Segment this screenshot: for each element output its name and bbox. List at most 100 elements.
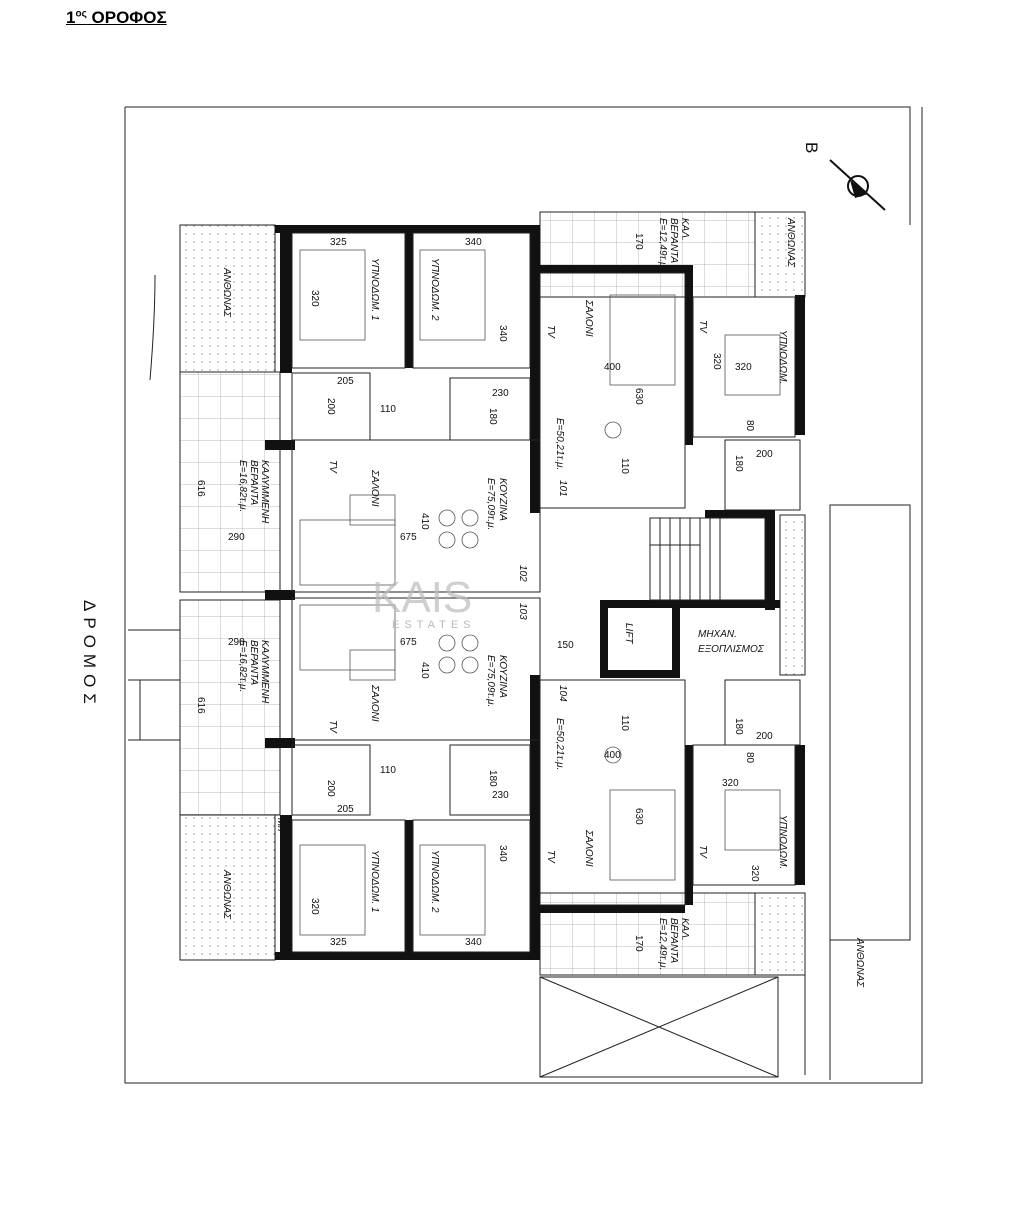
label-tv-1: TV [327, 460, 338, 474]
label-covered-veranda-top: ΚΑΛΥΜΜΕΝΗ [259, 460, 270, 524]
dim-410-top: 410 [419, 513, 430, 530]
label-veranda-top: ΒΕΡΑΝΤΑ [248, 460, 259, 506]
dim-180-c: 180 [733, 455, 744, 472]
label-small-veranda-bottom: ΚΑΛ. [679, 918, 690, 941]
flowerbed-top-right [754, 211, 806, 298]
dim-325-bottom: 325 [330, 937, 347, 948]
label-living-right-top: ΣΑΛΟΝΙ [583, 299, 594, 337]
shaft-area [779, 514, 806, 676]
label-flat-area-top: E=50,21τ.μ. [554, 418, 565, 470]
label-bedroom-right-bottom: ΥΠΝΟΔΩΜ. [777, 815, 788, 869]
dim-675-bottom: 675 [400, 637, 417, 648]
title-text: ΟΡΟΦΟΣ [86, 8, 167, 27]
apartment-104[interactable]: 104 [557, 685, 568, 702]
dim-230-top: 230 [492, 388, 509, 399]
dim-205-top: 205 [337, 376, 354, 387]
dim-110-bottom: 110 [380, 765, 396, 776]
label-tv-2: TV [327, 720, 338, 734]
dim-616-top: 616 [195, 480, 206, 497]
dim-110-d: 110 [619, 715, 630, 731]
label-mf: M/F [275, 818, 286, 836]
dim-675-top: 675 [400, 532, 417, 543]
label-covered-veranda-bottom: ΚΑΛΥΜΜΕΝΗ [259, 640, 270, 704]
label-kitchen-area-top: E=75,09τ.μ. [485, 478, 496, 530]
dim-80-a: 80 [744, 420, 755, 432]
dim-325-top: 325 [330, 237, 347, 248]
dim-110-c: 110 [619, 458, 630, 474]
label-kitchen-bottom: ΚΟΥΖΙΝΑ [497, 655, 508, 698]
dim-630-bottom: 630 [633, 808, 644, 825]
dim-320-f: 320 [749, 865, 760, 882]
dim-180-d: 180 [733, 718, 744, 735]
dim-320-d: 320 [735, 362, 752, 373]
label-mech-1: ΜΗΧΑΝ. [698, 629, 737, 640]
void-hatched-area [539, 976, 779, 1078]
veranda-top-right [539, 211, 756, 298]
watermark-brand: KAIS [372, 573, 472, 622]
label-kitchen-area-bottom: E=75,09τ.μ. [485, 655, 496, 707]
dim-410-bottom: 410 [419, 662, 430, 679]
dim-400-top: 400 [604, 362, 621, 373]
dim-630-top: 630 [633, 388, 644, 405]
label-bedroom-right-top: ΥΠΝΟΔΩΜ. [777, 330, 788, 384]
dim-170-bottom: 170 [633, 935, 644, 952]
dim-290-top: 290 [228, 532, 245, 543]
covered-veranda-bottom [179, 599, 281, 816]
dim-340-top: 340 [465, 237, 482, 248]
dim-200-d: 200 [756, 731, 773, 742]
label-bedroom2-bottom: ΥΠΝΟΔΩΜ. 2 [429, 850, 440, 913]
walls [265, 225, 805, 960]
label-veranda-bottom: ΒΕΡΑΝΤΑ [248, 640, 259, 686]
covered-veranda-top [179, 371, 281, 593]
apartment-101[interactable]: 101 [557, 480, 568, 497]
apartment-102[interactable]: 102 [517, 565, 528, 582]
label-mech-2: ΕΞΟΠΛΙΣΜΟΣ [698, 644, 765, 655]
label-small-veranda-area-top: E=12,49τ.μ. [657, 218, 668, 270]
dim-340-b: 340 [497, 845, 508, 862]
label-living-right-bottom: ΣΑΛΟΝΙ [583, 829, 594, 867]
apartment-103[interactable]: 103 [517, 603, 528, 620]
label-flowerbed-3: ΑΝΘΩΝΑΣ [785, 217, 796, 268]
label-flowerbed-4: ΑΝΘΩΝΑΣ [854, 937, 865, 988]
dim-80-b: 80 [744, 752, 755, 764]
room-labels: ΥΠΝΟΔΩΜ. 1 ΥΠΝΟΔΩΜ. 2 ΥΠΝΟΔΩΜ. 1 ΥΠΝΟΔΩΜ… [221, 217, 865, 988]
label-bedroom1-top: ΥΠΝΟΔΩΜ. 1 [369, 258, 380, 321]
dim-170-top: 170 [633, 233, 644, 250]
label-flowerbed-1: ΑΝΘΩΝΑΣ [221, 267, 232, 318]
label-living-left-bottom: ΣΑΛΟΝΙ [369, 684, 380, 722]
label-small-veranda-top-2: ΒΕΡΑΝΤΑ [668, 218, 679, 264]
flowerbed-bottom-right [754, 892, 806, 976]
label-kitchen-top: ΚΟΥΖΙΝΑ [497, 478, 508, 521]
flowerbed-bottom-left [179, 814, 276, 961]
street-label: ΔΡΟΜΟΣ [80, 600, 99, 710]
label-tv-3: TV [545, 325, 556, 339]
label-bedroom1-bottom: ΥΠΝΟΔΩΜ. 1 [369, 850, 380, 913]
label-tv-6: TV [697, 845, 708, 859]
dim-200-a: 200 [325, 398, 336, 415]
label-small-veranda-area-bottom: E=12,49τ.μ. [657, 918, 668, 970]
label-living-left-top: ΣΑΛΟΝΙ [369, 469, 380, 507]
furniture [299, 249, 781, 936]
dim-150: 150 [557, 640, 574, 651]
label-flowerbed-2: ΑΝΘΩΝΑΣ [221, 869, 232, 920]
dim-200-c: 200 [756, 449, 773, 460]
label-veranda-area-top: E=16,82τ.μ. [237, 460, 248, 512]
north-arrow-icon [829, 159, 886, 211]
compass-letter: B [802, 142, 821, 159]
dim-320-c: 320 [711, 353, 722, 370]
label-bedroom2-top: ΥΠΝΟΔΩΜ. 2 [429, 258, 440, 321]
dim-200-b: 200 [325, 780, 336, 797]
dim-180-a: 180 [487, 408, 498, 425]
dim-320-b: 320 [309, 898, 320, 915]
watermark-sub: ESTATES [392, 619, 476, 631]
label-lift: LIFT [623, 623, 634, 644]
dim-320-a: 320 [309, 290, 320, 307]
title-suffix: ος [75, 8, 87, 20]
plot-boundary [124, 106, 923, 1084]
dim-400-bottom: 400 [604, 750, 621, 761]
dim-340-bottom: 340 [465, 937, 482, 948]
label-tv-5: TV [697, 320, 708, 334]
dim-290-bottom: 290 [228, 637, 245, 648]
dim-616-bottom: 616 [195, 697, 206, 714]
